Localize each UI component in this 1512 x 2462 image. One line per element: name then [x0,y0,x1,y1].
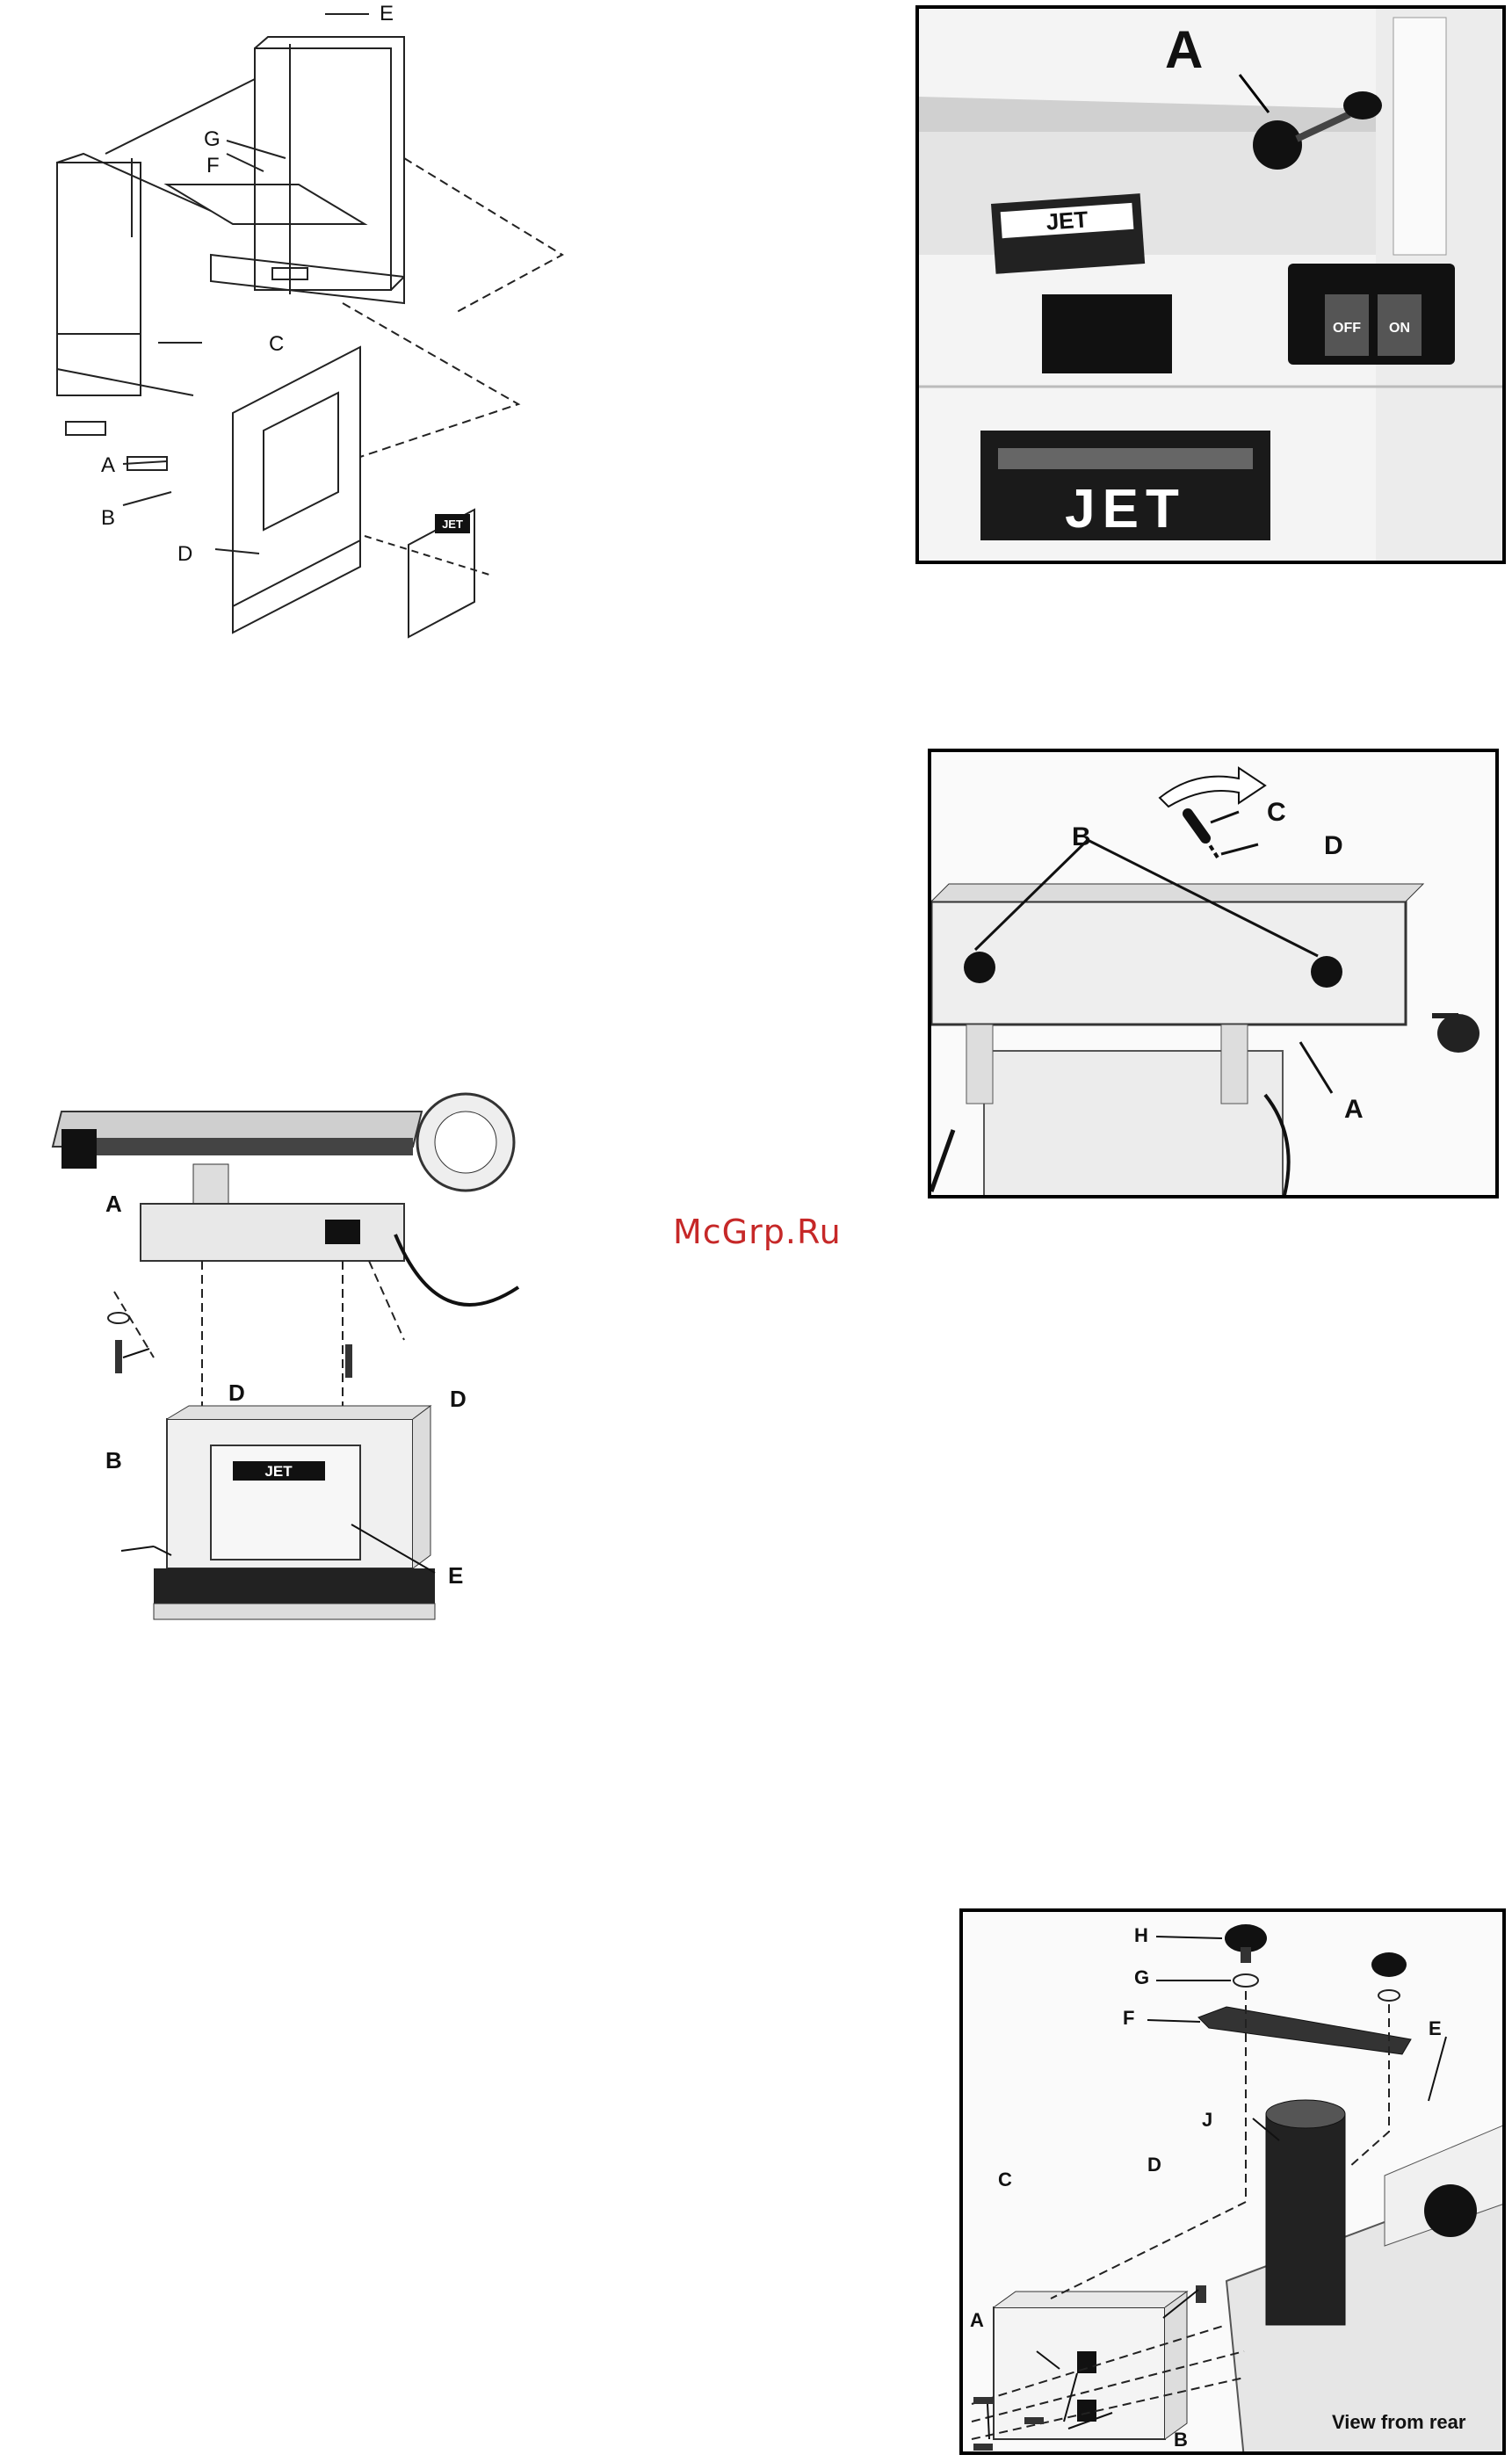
dust-label-f: F [1123,2007,1134,2030]
dust-label-d: D [1147,2154,1161,2176]
figure-stand-exploded: JET E G F C A B D [35,0,597,650]
mount-label-e: E [448,1562,463,1589]
switch-photo-drawing: JET OFF ON JET [919,9,1506,564]
mount-label-d2: D [450,1386,467,1413]
dust-caption: View from rear [1332,2411,1465,2434]
dust-label-j: J [1202,2109,1212,2132]
dust-label-c: C [998,2169,1012,2191]
switch-on-label: ON [1389,321,1410,336]
table-photo-drawing [931,752,1499,1198]
stand-door-logo: JET [442,518,463,531]
stand-label-a: A [101,453,115,478]
stand-label-e: E [380,2,394,26]
mount-door-logo: JET [264,1463,293,1480]
figure-dust-port: H G F E J D C A B View from rear [959,1908,1506,2455]
mount-label-b: B [105,1447,122,1474]
dust-label-e: E [1429,2017,1442,2040]
dust-port-drawing [963,1912,1506,2455]
dust-label-h: H [1134,1924,1148,1947]
dust-label-g: G [1134,1966,1149,1989]
switch-plate-logo: JET [1045,206,1089,235]
watermark: McGrp.Ru [673,1213,842,1251]
switch-panel-logo: JET [1065,479,1186,539]
switch-photo-label-a: A [1165,19,1203,80]
mount-label-d1: D [228,1379,245,1407]
table-photo-label-d: D [1324,831,1343,861]
dust-label-b: B [1174,2429,1188,2451]
figure-table-photo: C D B A [928,749,1499,1198]
stand-label-c: C [269,332,284,357]
switch-off-label: OFF [1333,321,1361,336]
figure-switch-photo: JET OFF ON JET A [915,5,1506,564]
stand-label-g: G [204,127,221,152]
stand-label-d: D [177,542,192,567]
stand-drawing: JET [35,0,597,650]
stand-label-b: B [101,506,115,531]
mount-label-a: A [105,1191,122,1218]
table-photo-label-c: C [1267,798,1286,828]
table-photo-label-a: A [1344,1095,1364,1125]
stand-label-f: F [206,154,220,178]
table-photo-label-b: B [1072,822,1091,852]
dust-label-a: A [970,2309,984,2332]
figure-mount: JET A D D B E [44,1076,536,1652]
